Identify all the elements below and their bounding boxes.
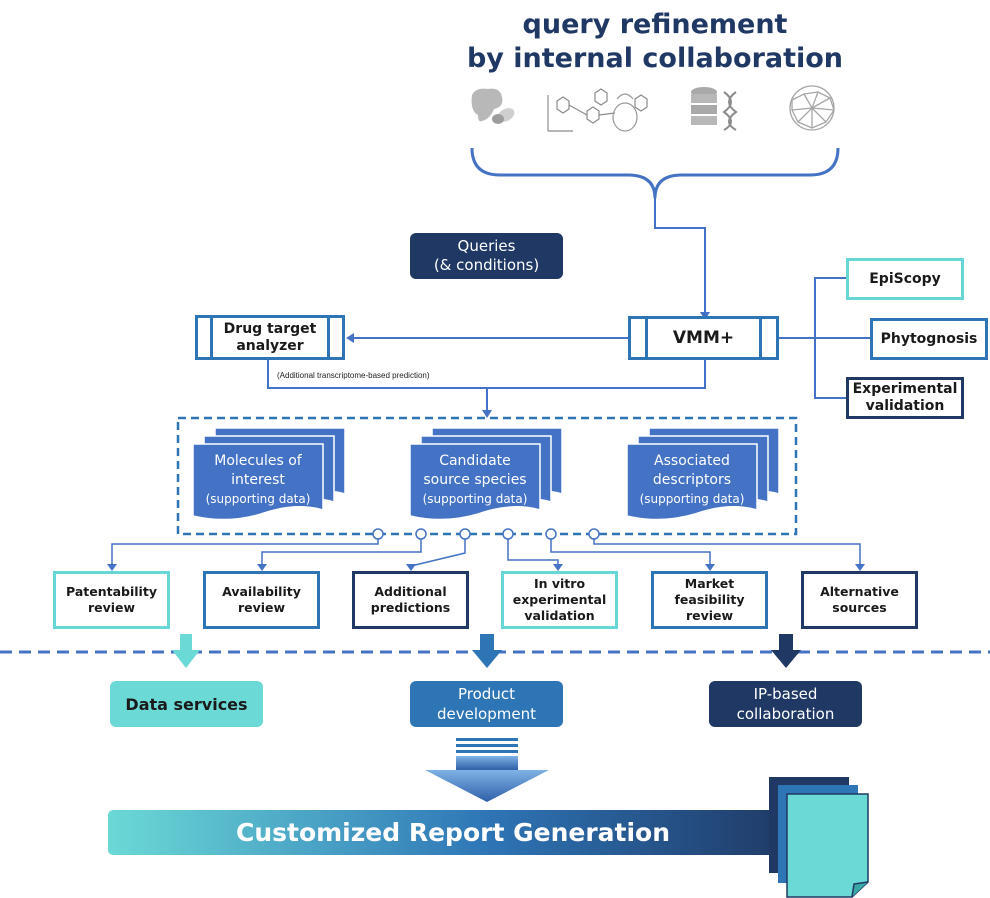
doc-descriptors-label: Associated descriptors (supporting data) <box>627 452 757 509</box>
experimental-line-2: validation <box>865 398 945 414</box>
availability-line-1: Availability <box>222 584 301 599</box>
report-banner <box>108 810 798 855</box>
curly-brace <box>470 147 840 199</box>
report-label: Customized Report Generation <box>235 818 671 847</box>
episcopy-box: EpiScopy <box>846 258 964 300</box>
doc-molecules-sub: (supporting data) <box>205 492 311 506</box>
doc-stack-molecules: Molecules of interest (supporting data) <box>193 428 348 524</box>
report-funnel-arrow <box>425 738 549 802</box>
ip-collaboration-pill: IP-based collaboration <box>709 681 862 727</box>
doc-molecules-line-2: interest <box>231 472 285 488</box>
phytognosis-label: Phytognosis <box>880 331 978 347</box>
data-services-label: Data services <box>125 694 248 714</box>
alternative-sources-box: Alternative sources <box>801 571 918 629</box>
experimental-validation-box: Experimental validation <box>846 377 964 419</box>
doc-species-line-1: Candidate <box>439 453 511 469</box>
ip-line-1: IP-based <box>753 685 818 703</box>
drug-target-analyzer-box: Drug target analyzer <box>195 315 345 360</box>
additional-predictions-box: Additional predictions <box>352 571 469 629</box>
market-feasibility-box: Market feasibility review <box>651 571 768 629</box>
doc-species-label: Candidate source species (supporting dat… <box>410 452 540 509</box>
market-line-2: feasibility <box>674 592 745 607</box>
title-line-1: query refinement <box>522 9 788 40</box>
vmm-label: VMM+ <box>672 328 735 348</box>
alternative-line-1: Alternative <box>820 584 899 599</box>
availability-line-2: review <box>237 600 286 615</box>
doc-stack-species: Candidate source species (supporting dat… <box>410 428 565 524</box>
molecule-plant-icon <box>545 85 655 135</box>
market-line-3: review <box>685 608 734 623</box>
title-line-2: by internal collaboration <box>466 43 844 74</box>
in-vitro-line-1: In vitro <box>533 576 586 591</box>
queries-line-2: (& conditions) <box>433 256 540 274</box>
product-line-1: Product <box>458 685 515 703</box>
page-title: query refinement by internal collaborati… <box>440 8 870 76</box>
arrow-to-ip-collaboration <box>771 634 801 668</box>
in-vitro-line-3: validation <box>524 608 595 623</box>
phytognosis-box: Phytognosis <box>870 318 988 360</box>
arrow-to-data-services <box>172 634 200 668</box>
arrow-to-product-development <box>472 634 502 668</box>
vmm-box: VMM+ <box>628 316 779 360</box>
patentability-review-box: Patentability review <box>53 571 170 629</box>
doc-species-sub: (supporting data) <box>422 492 528 506</box>
ip-line-2: collaboration <box>736 705 835 723</box>
neural-network-icon <box>786 84 840 132</box>
episcopy-label: EpiScopy <box>869 271 941 287</box>
database-dna-icon <box>690 86 740 132</box>
brace-to-vmm <box>654 198 706 314</box>
additional-line-2: predictions <box>370 600 451 615</box>
transcriptome-note: (Additional transcriptome-based predicti… <box>277 371 430 380</box>
in-vitro-line-2: experimental <box>512 592 607 607</box>
in-vitro-validation-box: In vitro experimental validation <box>501 571 618 629</box>
doc-descriptors-line-1: Associated <box>654 453 730 469</box>
report-pages-icon <box>769 777 869 898</box>
doc-species-line-2: source species <box>423 472 527 488</box>
availability-review-box: Availability review <box>203 571 320 629</box>
drug-target-line-1: Drug target <box>223 320 317 337</box>
doc-stack-descriptors: Associated descriptors (supporting data) <box>627 428 782 524</box>
data-services-pill: Data services <box>110 681 263 727</box>
doc-descriptors-sub: (supporting data) <box>639 492 745 506</box>
report-title: Customized Report Generation <box>108 810 798 855</box>
experimental-line-1: Experimental <box>852 381 958 397</box>
doc-molecules-line-1: Molecules of <box>214 453 302 469</box>
market-line-1: Market <box>684 576 735 591</box>
doc-molecules-label: Molecules of interest (supporting data) <box>193 452 323 509</box>
additional-line-1: Additional <box>374 584 447 599</box>
doc-descriptors-line-2: descriptors <box>652 472 732 488</box>
product-development-pill: Product development <box>410 681 563 727</box>
drug-target-line-2: analyzer <box>236 337 304 354</box>
product-line-2: development <box>437 705 536 723</box>
alternative-line-2: sources <box>832 600 887 615</box>
patentability-line-1: Patentability <box>66 584 157 599</box>
queries-line-1: Queries <box>457 237 516 255</box>
documents-dashed-group <box>176 416 798 536</box>
patentability-line-2: review <box>87 600 136 615</box>
organ-pill-icon <box>468 85 518 127</box>
queries-pill: Queries (& conditions) <box>410 233 563 279</box>
